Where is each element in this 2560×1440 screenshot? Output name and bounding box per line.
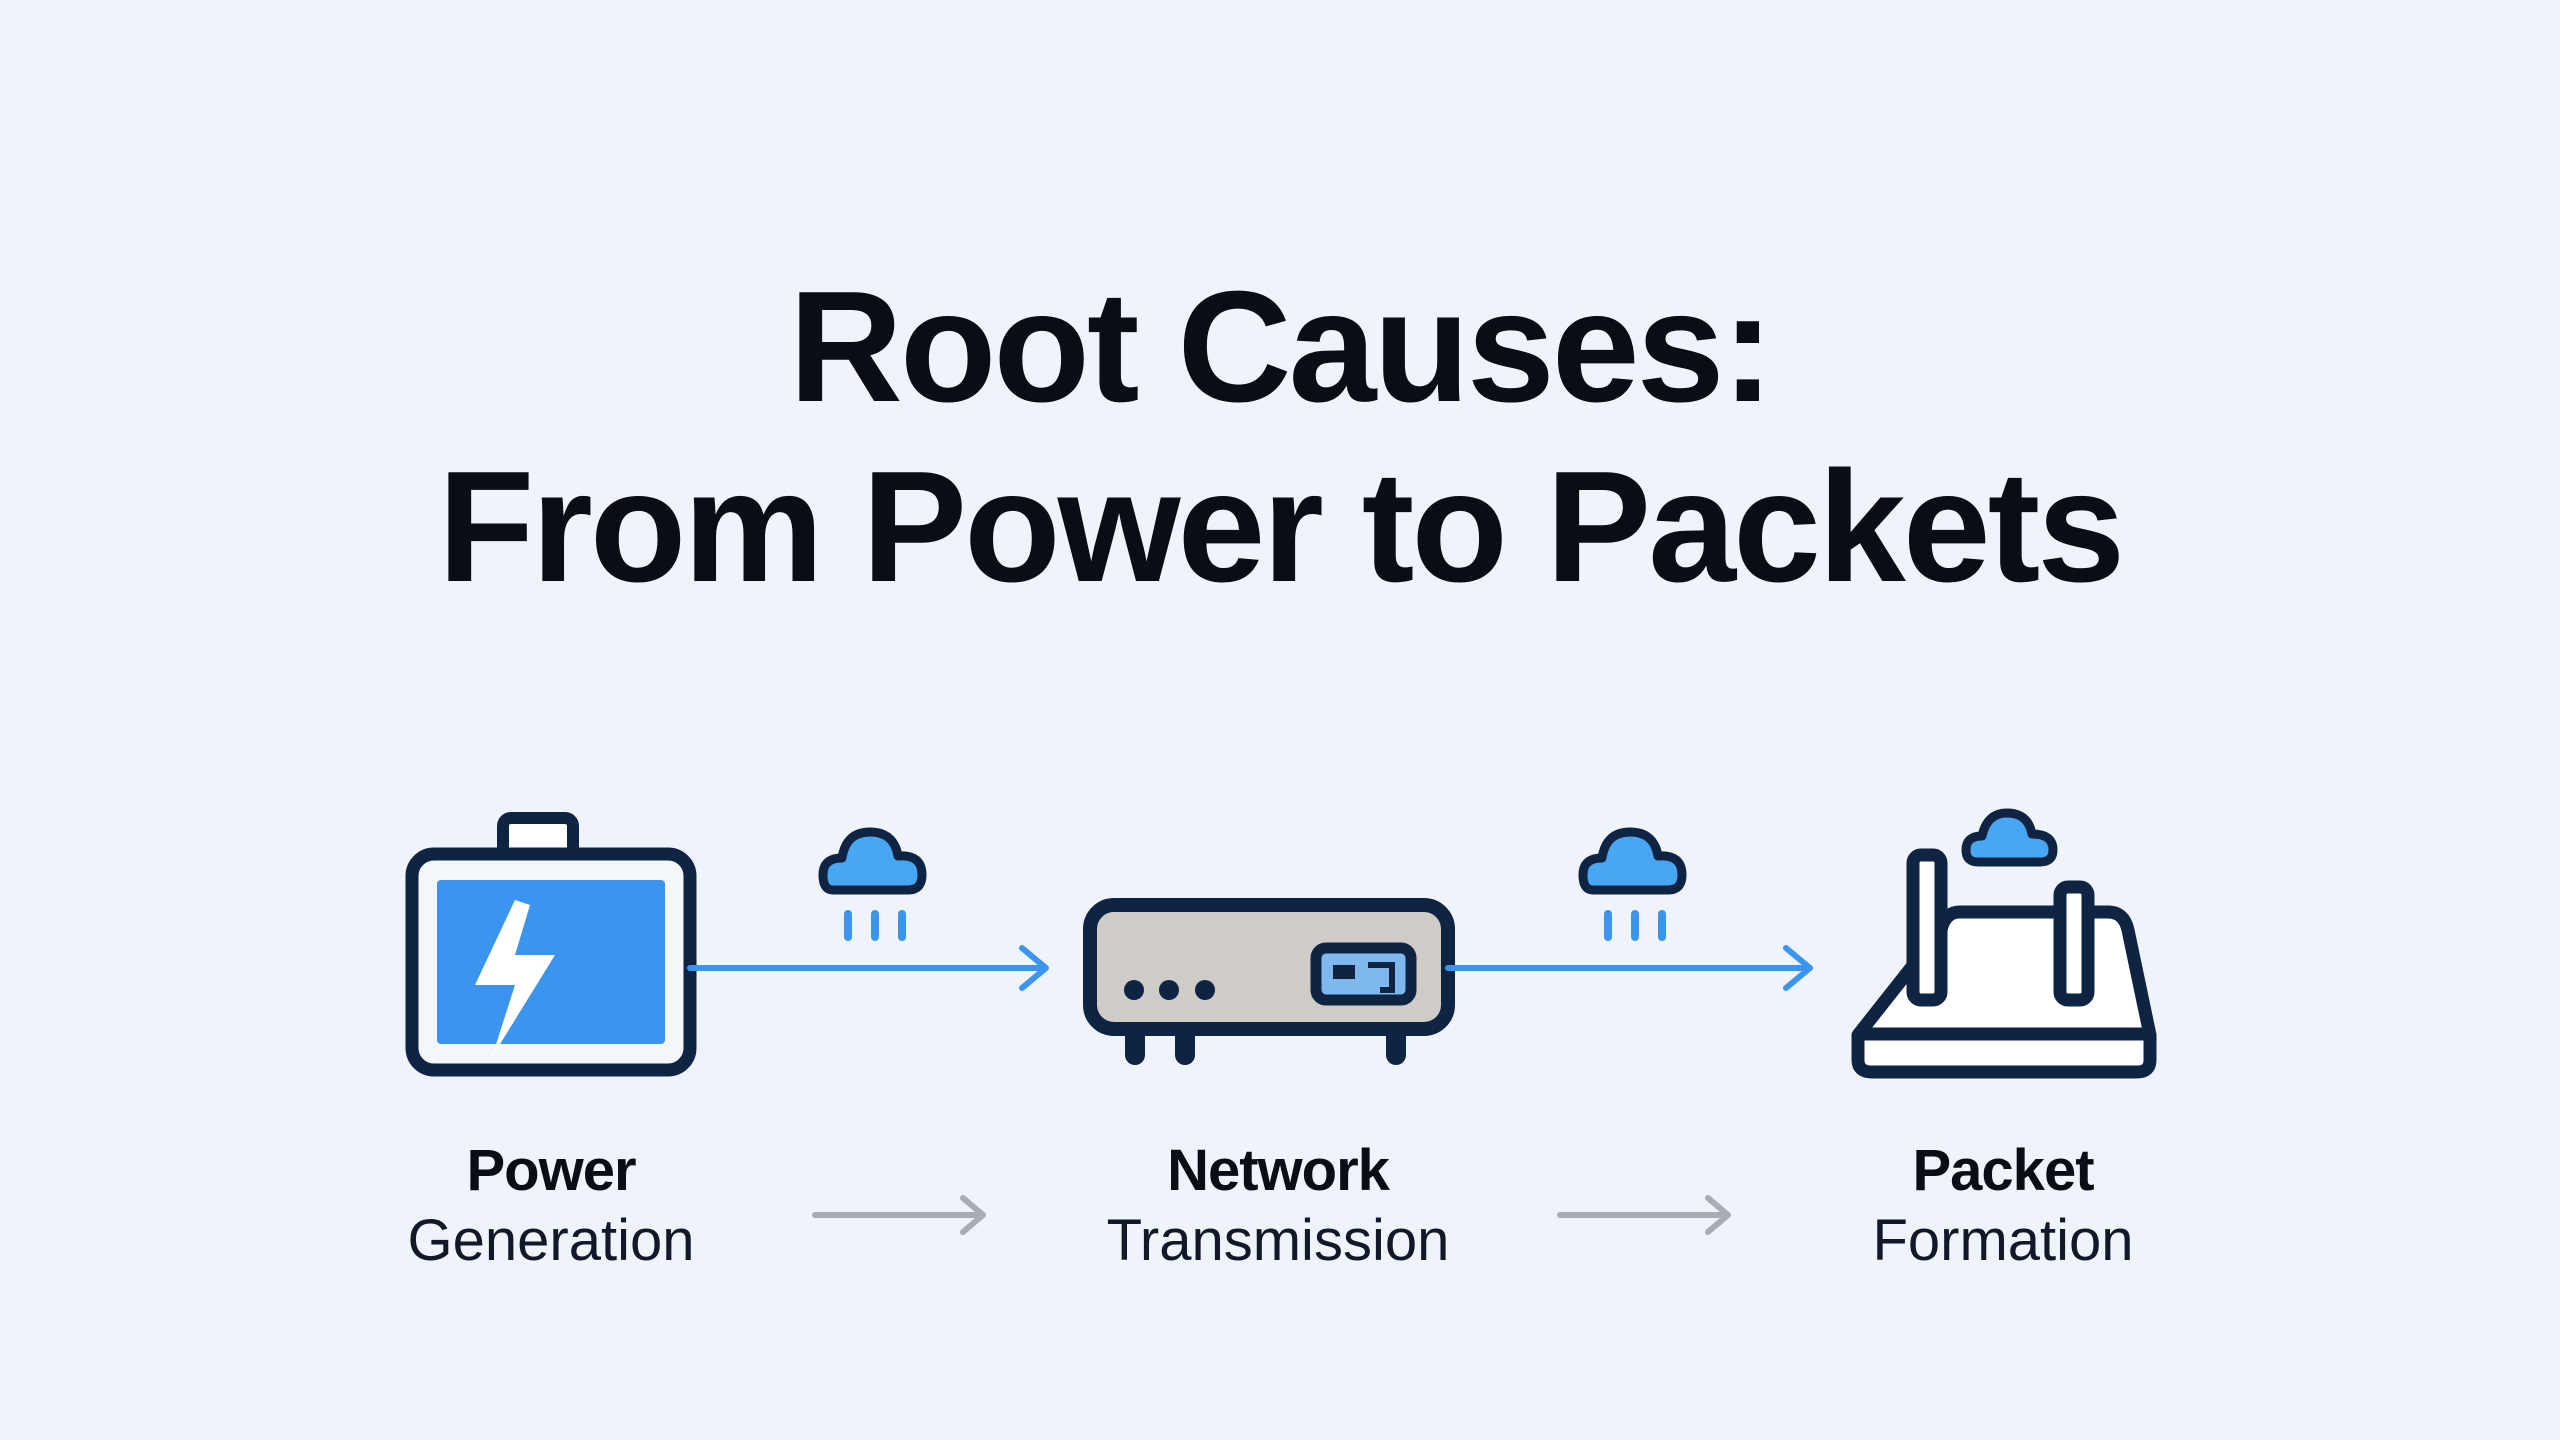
network-device-icon [1083,898,1455,1065]
battery-bolt-icon [405,812,697,1077]
stage-title: Network [1167,1138,1390,1203]
stage-subtitle: Transmission [1106,1208,1450,1273]
flow-arrow-1 [687,945,1049,991]
gray-arrow-1 [812,1195,986,1235]
stage-title: Power [466,1138,636,1203]
stage-label-packet: Packet Formation [1703,1142,2303,1270]
cloud-rain-icon [818,827,927,941]
flow-arrow-2 [1445,945,1813,991]
stage-label-power: Power Generation [251,1142,851,1270]
title-line-2: From Power to Packets [437,439,2125,615]
cloud-rain-icon [1578,827,1687,941]
stage-label-network: Network Transmission [978,1142,1578,1270]
title-line-1: Root Causes: [788,259,1774,435]
stage-subtitle: Generation [407,1208,695,1273]
gray-arrow-2 [1557,1195,1731,1235]
stage-subtitle: Formation [1872,1208,2134,1273]
stage-title: Packet [1912,1138,2094,1203]
router-icon [1851,808,2157,1079]
